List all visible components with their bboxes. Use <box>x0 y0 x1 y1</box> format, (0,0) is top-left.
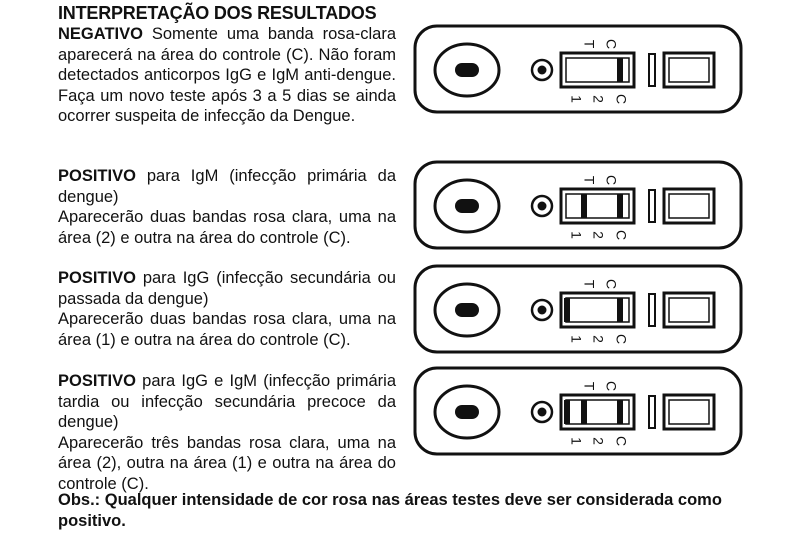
result-window-inner <box>565 57 630 83</box>
result-band-C <box>617 194 623 218</box>
result-window-inner <box>565 193 630 219</box>
result-description: para IgM (infecção primária da dengue) <box>58 167 396 206</box>
result-detail: Aparecerão duas bandas rosa clara, uma n… <box>58 208 396 247</box>
label-bottom-2: 2 <box>590 95 606 103</box>
dot-marker <box>537 407 547 417</box>
label-top-t: T <box>581 280 597 289</box>
result-heading: POSITIVO <box>58 372 136 390</box>
sample-well-slot <box>455 199 479 213</box>
section-title: INTERPRETAÇÃO DOS RESULTADOS <box>58 3 377 23</box>
label-bottom-1: 1 <box>568 335 584 343</box>
label-bottom-2: 2 <box>590 437 606 445</box>
label-top-t: T <box>581 382 597 391</box>
result-band-1 <box>564 298 570 322</box>
pad-window-inner <box>668 297 710 323</box>
result-description: Somente uma banda rosa-clara aparecerá n… <box>58 25 396 126</box>
result-heading: POSITIVO <box>58 167 136 185</box>
result-band-1 <box>564 400 570 424</box>
dot-marker <box>537 305 547 315</box>
result-heading: NEGATIVO <box>58 25 143 43</box>
result-band-C <box>617 58 623 82</box>
label-bottom-c: C <box>613 230 629 240</box>
separator-slot <box>648 293 656 327</box>
result-igm-text: POSITIVO para IgM (infecção primária da … <box>58 166 396 248</box>
result-negative-text: NEGATIVO Somente uma banda rosa-clara ap… <box>58 24 396 127</box>
label-top-c: C <box>603 381 619 391</box>
result-description: para IgG (infecção secundária ou passada… <box>58 269 396 308</box>
pad-window-inner <box>668 399 710 425</box>
label-top-c: C <box>603 39 619 49</box>
label-top-t: T <box>581 176 597 185</box>
label-bottom-1: 1 <box>568 231 584 239</box>
sample-well-slot <box>455 63 479 77</box>
result-heading: POSITIVO <box>58 269 136 287</box>
label-bottom-c: C <box>613 94 629 104</box>
result-description: para IgG e IgM (infecção primária tardia… <box>58 372 396 432</box>
separator-slot <box>648 189 656 223</box>
label-bottom-1: 1 <box>568 437 584 445</box>
result-detail: Aparecerão três bandas rosa clara, uma n… <box>58 433 396 493</box>
label-top-t: T <box>581 40 597 49</box>
label-top-c: C <box>603 175 619 185</box>
sample-well-slot <box>455 303 479 317</box>
label-top-c: C <box>603 279 619 289</box>
label-bottom-c: C <box>613 334 629 344</box>
result-band-C <box>617 400 623 424</box>
separator-slot <box>648 395 656 429</box>
result-igg-text: POSITIVO para IgG (infecção secundária o… <box>58 268 396 350</box>
pad-window-inner <box>668 57 710 83</box>
label-bottom-2: 2 <box>590 335 606 343</box>
label-bottom-2: 2 <box>590 231 606 239</box>
result-igg-igm-text: POSITIVO para IgG e IgM (infecção primár… <box>58 371 396 495</box>
result-detail: Aparecerão duas bandas rosa clara, uma n… <box>58 310 396 349</box>
dot-marker <box>537 201 547 211</box>
dot-marker <box>537 65 547 75</box>
label-bottom-1: 1 <box>568 95 584 103</box>
observation-note: Obs.: Qualquer intensidade de cor rosa n… <box>58 491 722 530</box>
result-band-2 <box>581 400 587 424</box>
separator-slot <box>648 53 656 87</box>
sample-well-slot <box>455 405 479 419</box>
label-bottom-c: C <box>613 436 629 446</box>
pad-window-inner <box>668 193 710 219</box>
result-band-2 <box>581 194 587 218</box>
result-band-C <box>617 298 623 322</box>
